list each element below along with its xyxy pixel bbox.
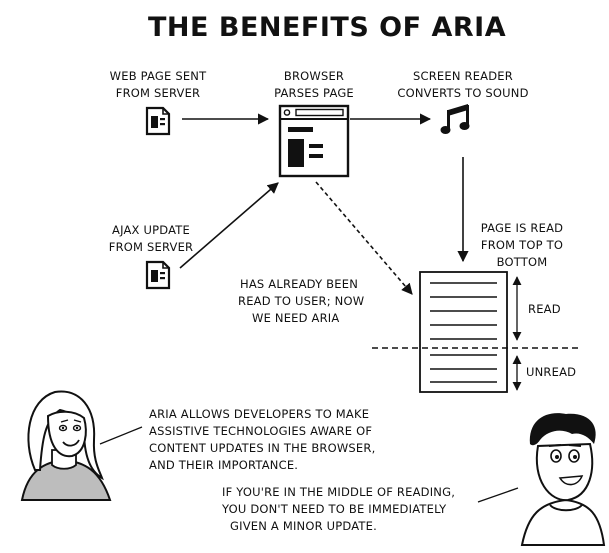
server-label: WEB PAGE SENT FROM SERVER [109, 69, 207, 100]
read-order-label: PAGE IS READ FROM TOP TO BOTTOM [480, 221, 564, 269]
browser-label: BROWSER PARSES PAGE [274, 69, 354, 100]
woman-speech-pointer [99, 426, 143, 445]
woman-speech-text: ARIA ALLOWS DEVELOPERS TO MAKE ASSISTIVE… [149, 407, 376, 472]
document-page [419, 271, 508, 393]
screen-reader-label: SCREEN READER CONVERTS TO SOUND [397, 69, 529, 100]
man-illustration [520, 413, 606, 546]
document-icon [145, 106, 171, 136]
already-read-note: HAS ALREADY BEEN READ TO USER; NOW WE NE… [238, 277, 365, 325]
unread-label: UNREAD [526, 365, 577, 379]
diagram-title: THE BENEFITS OF ARIA [148, 12, 507, 43]
man-speech-text: IF YOU'RE IN THE MIDDLE OF READING, YOU … [222, 485, 456, 533]
woman-illustration [20, 390, 112, 501]
arrow-ajax-to-browser [179, 182, 279, 269]
browser-window-icon [278, 104, 350, 178]
music-note-icon [440, 104, 470, 134]
read-label: READ [528, 302, 561, 316]
ajax-label: AJAX UPDATE FROM SERVER [108, 223, 194, 254]
man-speech-pointer [477, 487, 519, 503]
arrow-browser-to-document-dashed [315, 181, 413, 295]
document-icon [145, 260, 171, 290]
